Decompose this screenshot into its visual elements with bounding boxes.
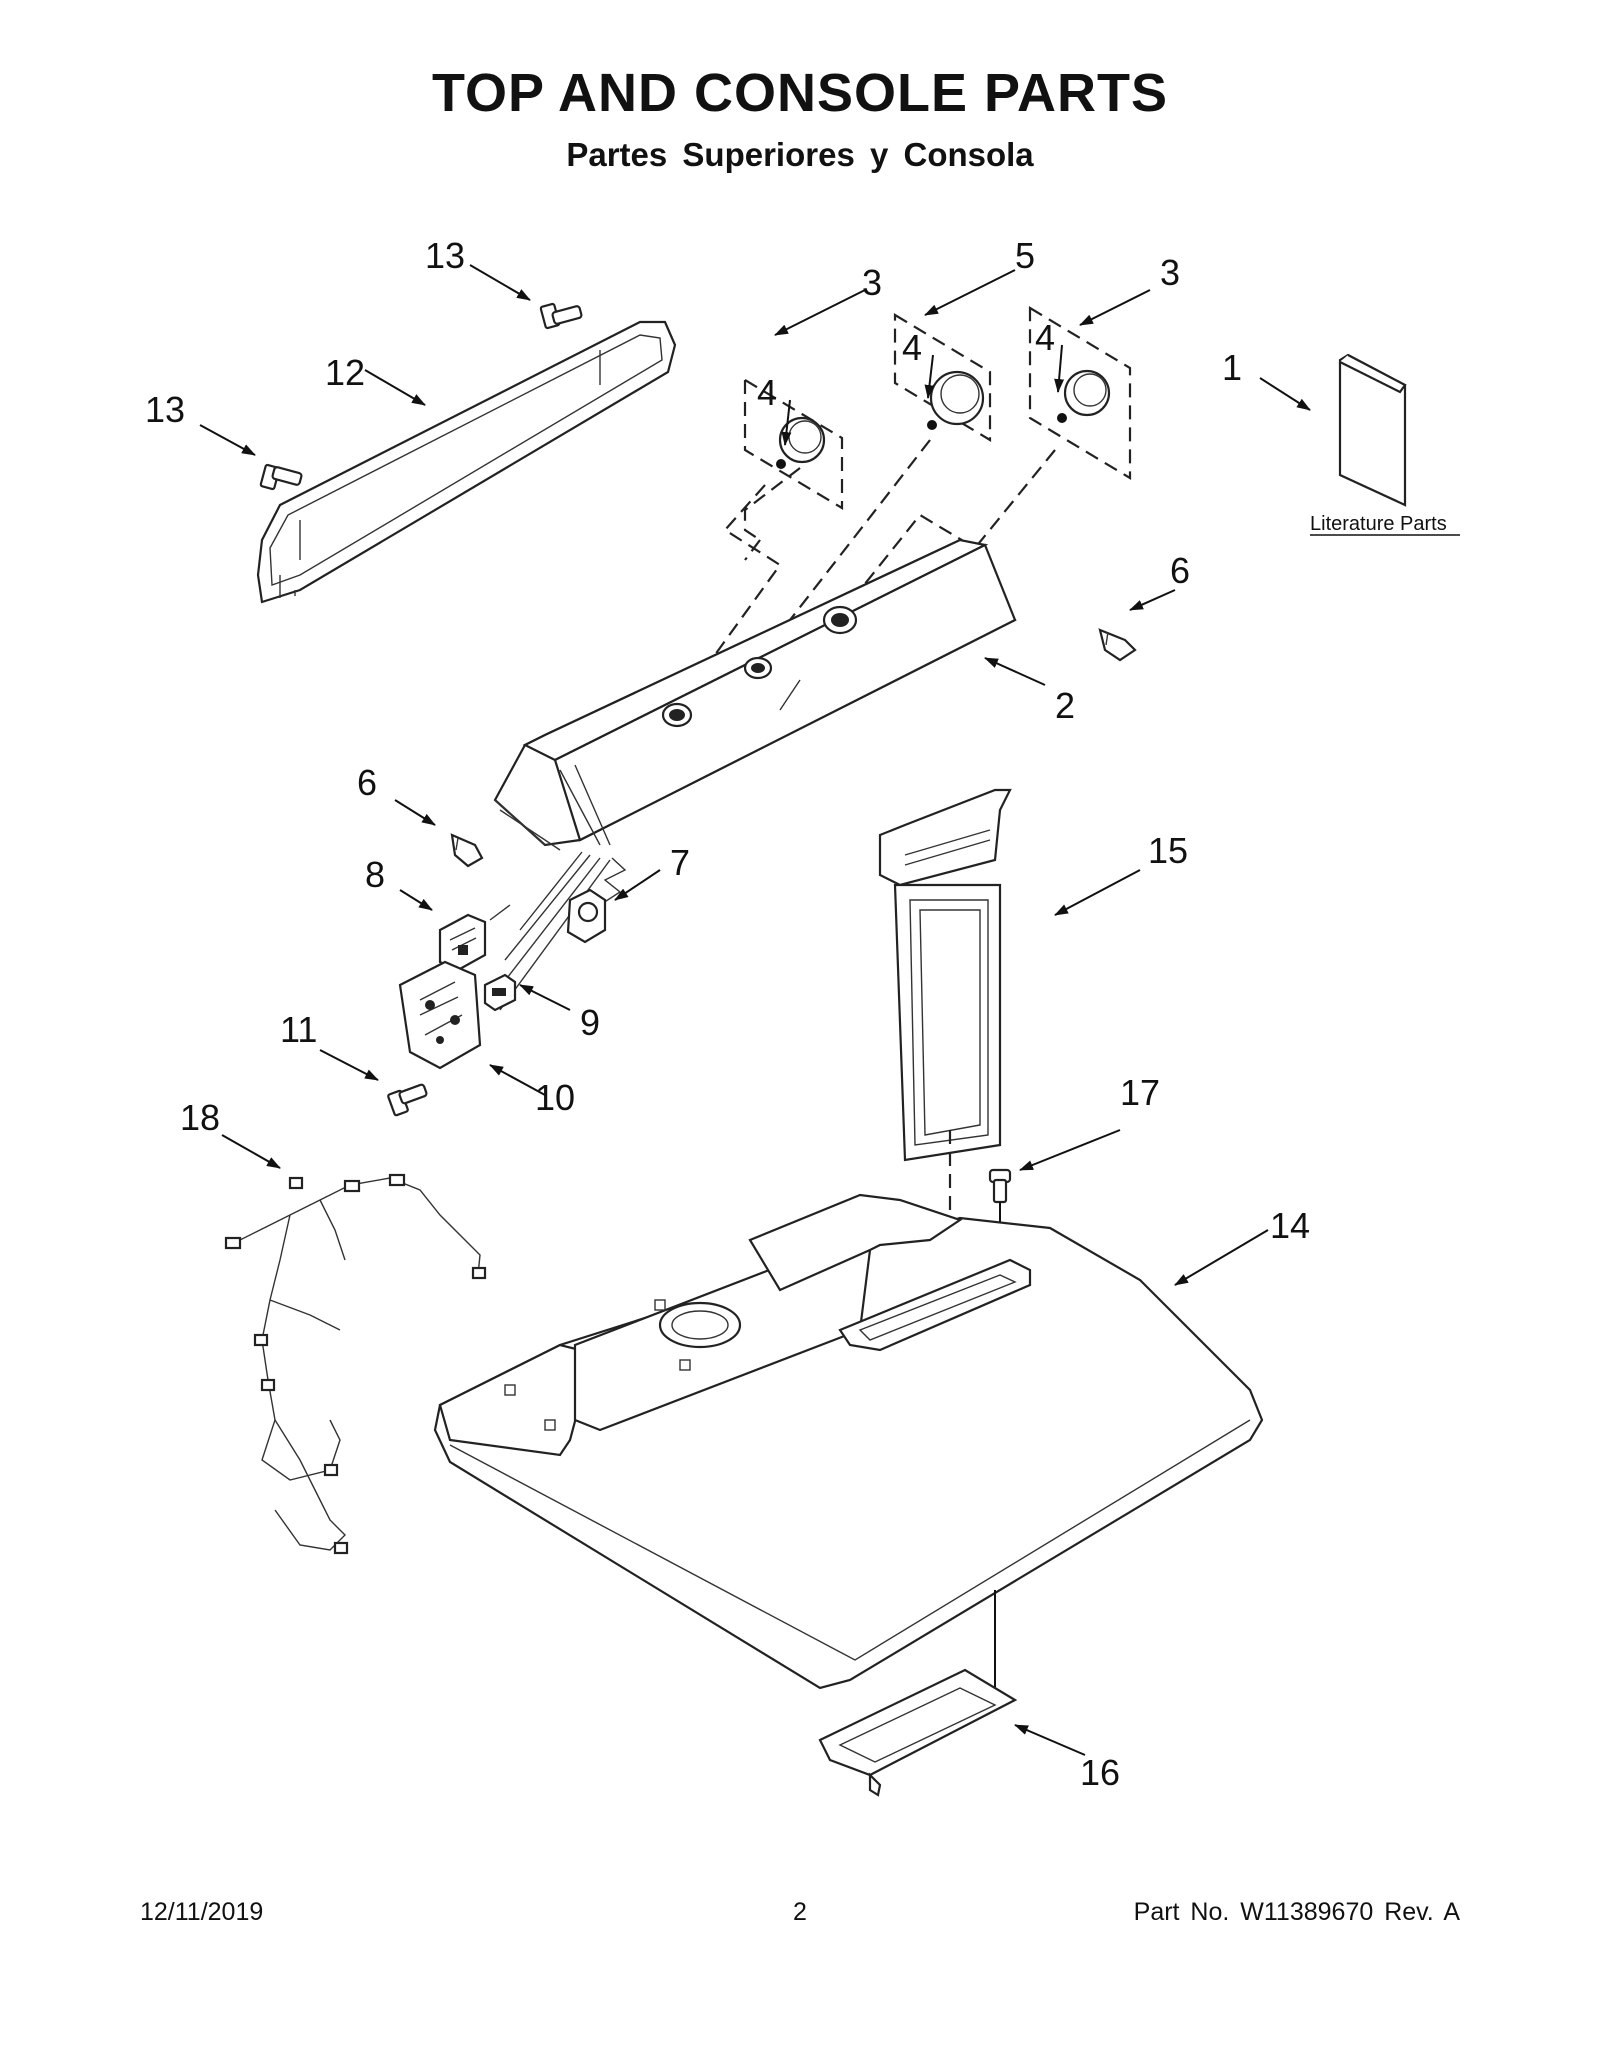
top-panel-14-part xyxy=(433,1193,1264,1690)
screw-17-part xyxy=(988,1168,1012,1204)
callout-3-right: 3 xyxy=(1160,252,1180,293)
callout-15: 15 xyxy=(1148,830,1188,871)
callout-labels: 13 12 13 3 5 3 4 4 4 1 6 2 6 7 8 15 9 11… xyxy=(145,235,1310,1793)
callout-18: 18 xyxy=(180,1097,220,1138)
wire-harness-18-part xyxy=(224,1173,487,1555)
screw-13-left-part xyxy=(259,463,303,491)
clip-6-right-part xyxy=(1098,628,1137,662)
page-subtitle: Partes Superiores y Consola xyxy=(566,136,1034,173)
callout-16: 16 xyxy=(1080,1752,1120,1793)
callout-6-right: 6 xyxy=(1170,550,1190,591)
literature-parts-item: Literature Parts xyxy=(1310,353,1460,536)
alignment-lines xyxy=(674,439,1056,711)
control-board-10-part xyxy=(398,960,482,1070)
footer-date: 12/11/2019 xyxy=(140,1898,264,1926)
callout-3-left: 3 xyxy=(862,262,882,303)
console-part xyxy=(493,538,1017,851)
callout-7: 7 xyxy=(670,842,690,883)
switch-8-part xyxy=(438,913,487,972)
screw-11-part xyxy=(387,1083,428,1117)
footer-part-number: Part No. W11389670 Rev. A xyxy=(1133,1898,1460,1926)
knob-center-part xyxy=(893,313,992,442)
callout-12: 12 xyxy=(325,352,365,393)
callout-10: 10 xyxy=(535,1077,575,1118)
hinge-bracket-16-part xyxy=(818,1668,1018,1797)
footer-page-number: 2 xyxy=(793,1898,807,1926)
callout-9: 9 xyxy=(580,1002,600,1043)
callout-4-center: 4 xyxy=(902,327,922,368)
console-wire-lines xyxy=(489,851,627,1011)
knob-left-part xyxy=(743,378,844,561)
callout-8: 8 xyxy=(365,854,385,895)
page-title: TOP AND CONSOLE PARTS xyxy=(431,63,1169,123)
callout-6-left: 6 xyxy=(357,762,377,803)
callout-14: 14 xyxy=(1270,1205,1310,1246)
callout-17: 17 xyxy=(1120,1072,1160,1113)
lint-screen-15-part xyxy=(878,788,1012,1162)
callout-5: 5 xyxy=(1015,235,1035,276)
screw-13-top-part xyxy=(539,302,583,330)
leader-arrows xyxy=(199,264,1311,1756)
literature-parts-label: Literature Parts xyxy=(1310,513,1447,535)
knob-right-part xyxy=(1028,306,1132,480)
callout-4-left: 4 xyxy=(757,372,777,413)
callout-13-top: 13 xyxy=(425,235,465,276)
clip-6-left-part xyxy=(450,833,484,868)
callout-13-left: 13 xyxy=(145,389,185,430)
switch-9-part xyxy=(483,973,517,1012)
callout-4-right: 4 xyxy=(1035,317,1055,358)
switch-7-part xyxy=(566,888,607,944)
callout-1: 1 xyxy=(1222,347,1242,388)
callout-2: 2 xyxy=(1055,685,1075,726)
callout-11: 11 xyxy=(280,1009,317,1050)
console-back-panel-part xyxy=(256,320,677,604)
